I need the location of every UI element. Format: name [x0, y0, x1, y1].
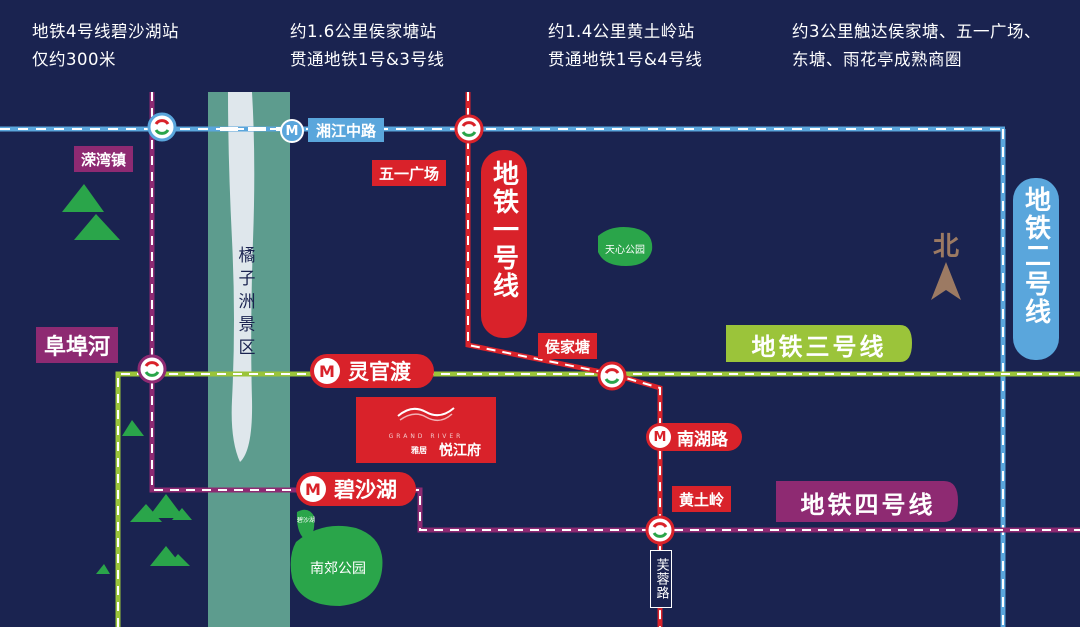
- header-col-2: 约1.6公里侯家塘站 贯通地铁1号&3号线: [290, 18, 444, 74]
- header-col-4-line-1: 约3公里触达侯家塘、五一广场、: [792, 22, 1041, 41]
- station-xiangjiang: 湘江中路: [308, 118, 385, 142]
- logo-chinese: 悦江府: [439, 443, 481, 459]
- station-nanhulu: M 南湖路: [646, 423, 742, 451]
- juzizhou-island: [228, 92, 255, 462]
- station-fubuhe: 阜埠河: [36, 327, 119, 363]
- header-col-1: 地铁4号线碧沙湖站 仅约300米: [32, 18, 179, 74]
- station-huangtuling-label: 黄土岭: [672, 486, 732, 512]
- header-col-3: 约1.4公里黄土岭站 贯通地铁1号&4号线: [548, 18, 702, 74]
- nanjiao-park-shape: [290, 525, 383, 606]
- project-logo-box: [356, 397, 496, 463]
- line2-pill: [1013, 178, 1059, 360]
- place-nanjiao: 南郊公园: [310, 561, 366, 577]
- place-furong-road: 芙蓉路: [650, 550, 672, 608]
- mountain-icons: [62, 184, 192, 574]
- line4-pill: [776, 481, 958, 522]
- station-nanhulu-label: 南湖路: [677, 429, 728, 450]
- interchange-fubuhe: [137, 354, 167, 384]
- north-arrow-icon: [931, 262, 961, 300]
- interchange-liuwanzhen: [147, 112, 177, 142]
- interchange-wuyi: [454, 114, 484, 144]
- metro-icon: M: [300, 476, 326, 502]
- station-liuwanzhen: 溁湾镇: [74, 146, 134, 172]
- station-lingguandu-label: 灵官渡: [348, 360, 411, 384]
- line4-track-dash: [151, 92, 1080, 531]
- header-col-3-line-2: 贯通地铁1号&4号线: [548, 50, 703, 69]
- header-col-2-line-1: 约1.6公里侯家塘站: [290, 22, 437, 41]
- interchange-huangtuling: [645, 515, 675, 545]
- logo-brand: 雅居: [411, 445, 427, 455]
- metro-icon-xiangjiang: M: [280, 119, 304, 143]
- station-wuyi: 五一广场: [372, 160, 447, 186]
- header-col-4-line-2: 东塘、雨花亭成熟商圈: [792, 50, 962, 69]
- place-island: 橘子洲景区: [234, 246, 255, 361]
- header-col-4: 约3公里触达侯家塘、五一广场、 东塘、雨花亭成熟商圈: [792, 18, 1041, 74]
- line1-pill: [481, 150, 527, 338]
- line1-label: 地铁一号线: [488, 160, 519, 300]
- station-houjiatang: 侯家塘: [538, 333, 598, 359]
- station-bishahu-label: 碧沙湖: [334, 478, 397, 502]
- line2-label: 地铁二号线: [1020, 186, 1051, 326]
- station-bishahu: M 碧沙湖: [296, 472, 416, 506]
- line4-track: [149, 92, 1080, 533]
- north-label: 北: [932, 231, 959, 262]
- line3-track-dash: [117, 373, 1080, 627]
- header-col-1-line-2: 仅约300米: [32, 50, 116, 69]
- line3-pill: [726, 325, 912, 362]
- interchange-houjiatang: [597, 361, 627, 391]
- line3-label: 地铁三号线: [751, 332, 887, 361]
- station-lingguandu: M 灵官渡: [310, 354, 434, 388]
- metro-icon: M: [314, 358, 340, 384]
- line1-track-dash: [467, 92, 661, 627]
- header-col-2-line-2: 贯通地铁1号&3号线: [290, 50, 445, 69]
- logo-wave-icon: [397, 407, 455, 417]
- metro-icon: M: [649, 426, 671, 448]
- tianxin-park-shape: [598, 227, 653, 266]
- header-col-1-line-1: 地铁4号线碧沙湖站: [32, 22, 179, 41]
- line4-label: 地铁四号线: [800, 490, 936, 519]
- place-tianxin: 天心公园: [605, 244, 645, 256]
- header-col-3-line-1: 约1.4公里黄土岭站: [548, 22, 695, 41]
- logo-english: GRAND RIVER: [388, 432, 464, 440]
- small-park-shape: [296, 509, 315, 540]
- place-small-park: 碧沙湖: [296, 516, 315, 524]
- logo-wave-icon-2: [399, 413, 453, 422]
